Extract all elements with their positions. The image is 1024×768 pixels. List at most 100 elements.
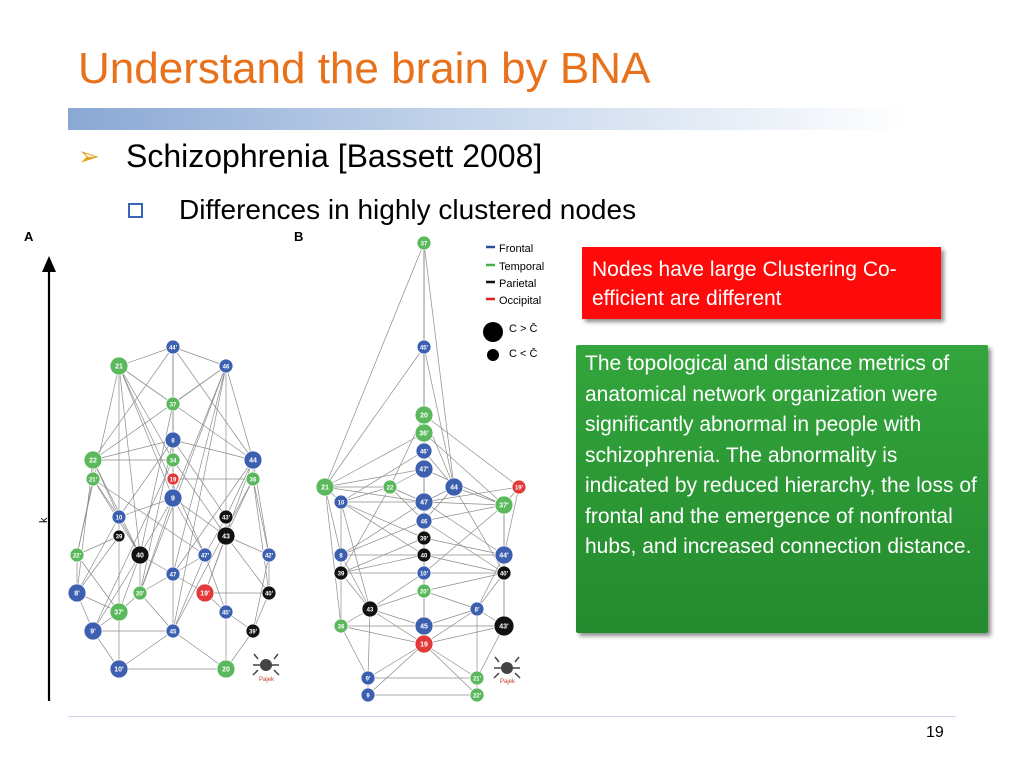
node-parietal [245, 623, 261, 639]
node-occipital [414, 634, 434, 654]
network-edge [423, 643, 478, 679]
network-edge [340, 520, 425, 556]
node-temporal [494, 495, 514, 515]
network-edge [476, 554, 505, 610]
network-edge [423, 432, 505, 506]
node-label: 9 [366, 694, 370, 700]
node-label: 44 [249, 458, 257, 465]
network-edge [423, 501, 505, 506]
node-label: 19' [515, 486, 524, 492]
node-frontal [243, 450, 263, 470]
network-edge [92, 478, 120, 518]
node-temporal [416, 583, 432, 599]
network-edge [76, 535, 120, 594]
node-label: 39 [338, 572, 345, 578]
graph-a-edges [76, 346, 270, 670]
node-label: 46 [421, 520, 428, 526]
node-label: 9 [171, 496, 175, 503]
node-temporal [382, 479, 398, 495]
legend-large-node-label: C > C̄ [509, 322, 537, 335]
network-edge [423, 504, 505, 574]
network-edge [423, 590, 478, 610]
network-edge [340, 537, 425, 574]
slide-title: Understand the brain by BNA [78, 44, 651, 93]
network-edge [204, 535, 227, 594]
node-label: 44' [169, 346, 178, 352]
network-edge [340, 554, 425, 574]
network-edge [367, 643, 425, 696]
pajek-logo-b: Pajek [493, 656, 521, 685]
network-edge [92, 439, 174, 461]
network-edge [92, 554, 141, 632]
node-parietal [112, 529, 126, 543]
node-label: 45 [420, 624, 428, 631]
network-edge [340, 625, 369, 679]
network-edge [324, 486, 425, 503]
node-frontal [444, 477, 464, 497]
legend-temporal-label: Temporal [499, 261, 544, 273]
node-frontal [163, 488, 183, 508]
network-edge [172, 346, 254, 461]
node-temporal [85, 471, 101, 487]
node-frontal [165, 566, 181, 582]
network-edge [204, 554, 227, 613]
network-edge [423, 537, 505, 556]
network-edge [503, 486, 520, 556]
network-edge [423, 346, 455, 488]
network-edge [369, 608, 425, 627]
node-label: 43 [222, 534, 230, 541]
network-edge [225, 365, 254, 461]
node-label: 36 [338, 625, 345, 631]
network-edge [423, 643, 478, 696]
node-label: 36' [419, 431, 429, 438]
node-temporal [83, 450, 103, 470]
node-label: 9' [366, 677, 371, 683]
node-temporal [216, 659, 236, 679]
node-label: 43 [367, 608, 374, 614]
network-edge [324, 242, 425, 488]
node-label: 39 [116, 535, 123, 541]
network-edge [118, 497, 174, 518]
node-label: 37 [421, 242, 428, 248]
node-label: 22' [73, 554, 82, 560]
node-parietal [130, 545, 150, 565]
node-label: 46' [420, 450, 429, 456]
node-label: 21 [115, 364, 123, 371]
network-edge [225, 478, 254, 537]
legend-small-node-label: C < C̄ [509, 347, 537, 360]
network-edge [423, 414, 520, 488]
network-edge [252, 478, 270, 556]
network-edge [118, 365, 254, 461]
node-temporal [109, 602, 129, 622]
node-frontal [415, 442, 433, 460]
network-edge [92, 346, 174, 461]
network-edge [118, 346, 174, 367]
node-occipital [166, 472, 180, 486]
legend-large-node-icon [483, 322, 503, 342]
node-parietal [216, 526, 236, 546]
legend-parietal-label: Parietal [499, 278, 536, 290]
node-label: 22 [387, 486, 394, 492]
node-label: 20 [222, 667, 230, 674]
node-frontal [333, 547, 349, 563]
node-frontal [494, 545, 514, 565]
network-edge [172, 630, 227, 670]
node-parietal [493, 615, 515, 637]
network-edge [92, 478, 206, 556]
node-label: 45' [222, 611, 231, 617]
legend-frontal-label: Frontal [499, 243, 533, 255]
network-edge [118, 365, 174, 499]
network-edge [118, 630, 174, 670]
node-label: 47 [420, 500, 428, 507]
node-label: 8' [475, 608, 480, 614]
bullet-1-text: Schizophrenia [Bassett 2008] [126, 138, 543, 174]
network-edge [139, 497, 174, 594]
network-edge [367, 608, 371, 679]
network-edge [118, 554, 141, 613]
node-label: 37' [114, 610, 124, 617]
title-underline [68, 108, 908, 130]
network-edge [172, 439, 227, 518]
